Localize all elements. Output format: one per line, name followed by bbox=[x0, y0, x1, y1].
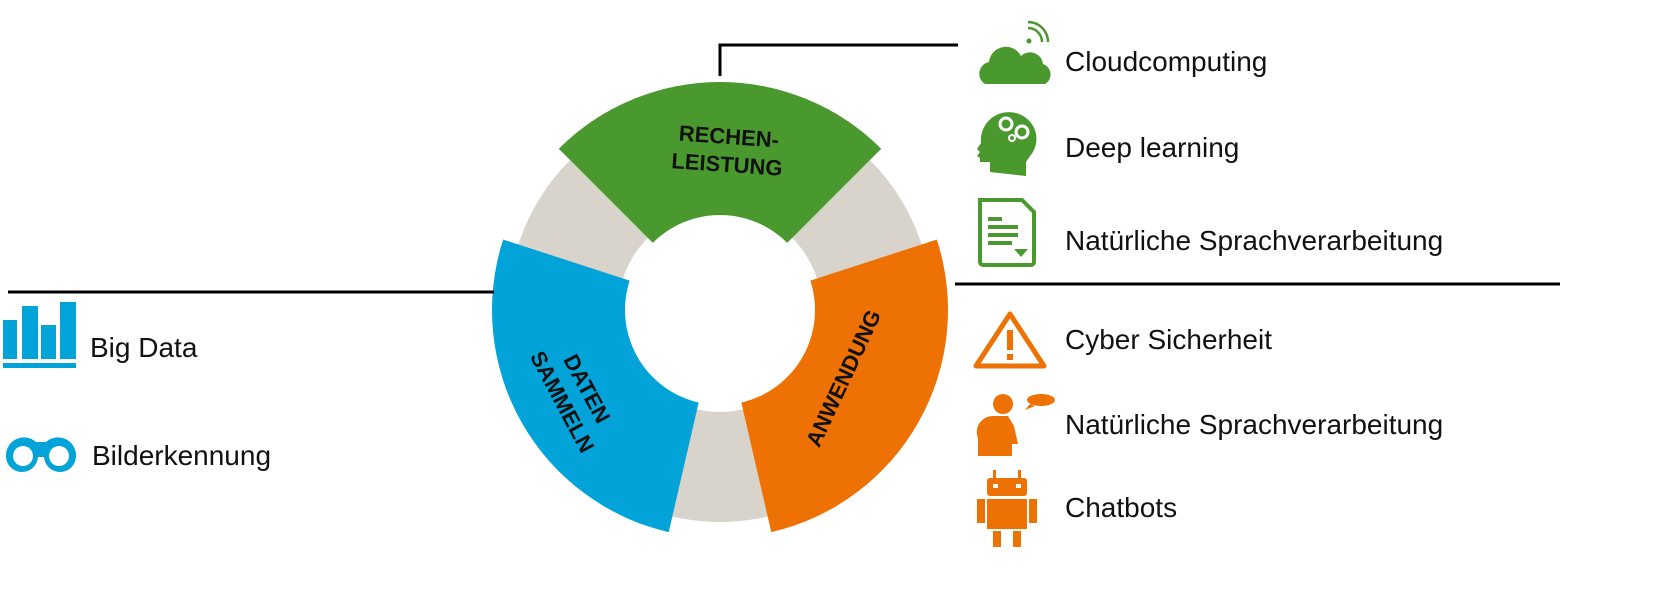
label-cloudcomputing: Cloudcomputing bbox=[1065, 46, 1268, 77]
label-nlp-top: Natürliche Sprachverarbeitung bbox=[1065, 225, 1444, 256]
segment-daten-sammeln bbox=[492, 239, 699, 533]
segment-rechenleistung bbox=[558, 82, 882, 243]
connector-top bbox=[718, 43, 958, 76]
document-download-icon bbox=[978, 198, 1036, 267]
label-bilderkennung: Bilderkennung bbox=[92, 440, 272, 471]
cloud-wifi-icon bbox=[979, 20, 1051, 84]
label-cyber-sicherheit: Cyber Sicherheit bbox=[1065, 324, 1272, 355]
label-chatbots: Chatbots bbox=[1065, 492, 1178, 523]
bar-chart-icon bbox=[3, 302, 76, 368]
label-deep-learning: Deep learning bbox=[1065, 132, 1240, 163]
label-big-data: Big Data bbox=[90, 332, 198, 363]
label-nlp-bottom: Natürliche Sprachverarbeitung bbox=[1065, 409, 1444, 440]
person-speaking-icon bbox=[976, 394, 1055, 456]
warning-icon bbox=[973, 311, 1047, 369]
android-robot-icon bbox=[977, 470, 1037, 547]
binoculars-icon bbox=[5, 435, 77, 473]
segment-anwendung bbox=[741, 239, 948, 533]
head-gears-icon bbox=[977, 112, 1037, 176]
